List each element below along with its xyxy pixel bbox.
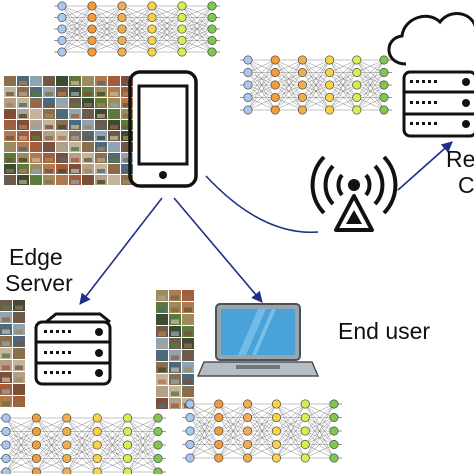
end-user-label: End user <box>338 318 431 344</box>
neural-network-laptop <box>182 399 342 463</box>
neural-network-top <box>54 1 220 57</box>
remote-cloud-label-line1: Re <box>446 146 474 172</box>
link-phone-to-tower <box>205 175 319 234</box>
remote-cloud-label-line2: C <box>458 172 474 198</box>
connections <box>79 141 453 305</box>
image-collage-edge <box>0 300 25 407</box>
arrow-tower-to-cloud <box>397 141 453 191</box>
neural-network-cloud <box>240 55 392 115</box>
remote-cloud-server-icon <box>402 70 474 138</box>
image-collage-laptop <box>156 290 194 409</box>
neural-network-edge <box>0 413 166 474</box>
edge-server-icon <box>34 312 112 386</box>
laptop-icon <box>196 303 320 377</box>
cell-tower-icon <box>310 155 398 232</box>
arrow-phone-to-edge-server <box>79 197 163 305</box>
edge-server-label-line2: Server <box>5 270 73 296</box>
arrow-phone-to-laptop <box>173 197 263 303</box>
image-collage-phone <box>4 76 133 185</box>
cloud-icon <box>387 12 474 66</box>
edge-server-label-line1: Edge <box>9 244 63 270</box>
smartphone-icon <box>128 70 198 188</box>
